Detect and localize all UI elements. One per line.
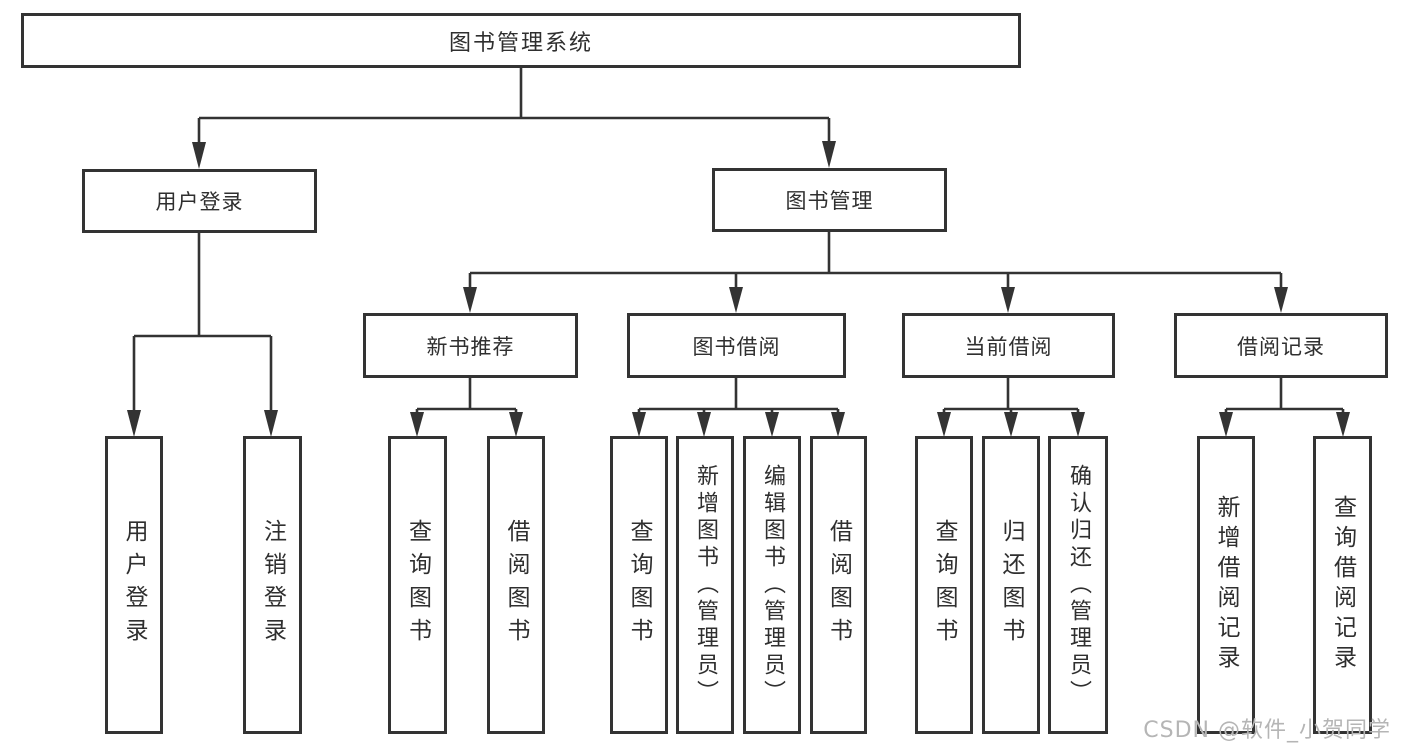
node-root: 图书管理系统 <box>21 13 1021 68</box>
leaf-query-books-current: 查询图书 <box>915 436 973 734</box>
leaf-borrow-books-recommend: 借阅图书 <box>487 436 545 734</box>
arrowhead-icons <box>127 141 1350 437</box>
node-root-label: 图书管理系统 <box>448 30 593 56</box>
node-borrow-records: 借阅记录 <box>1174 313 1388 378</box>
node-book-borrowing: 图书借阅 <box>627 313 846 378</box>
leaf-query-books-recommend: 查询图书 <box>388 436 447 734</box>
node-new-book-recommend: 新书推荐 <box>363 313 578 378</box>
leaf-confirm-return-admin: 确认归还（管理员） <box>1048 436 1108 734</box>
leaf-return-books: 归还图书 <box>982 436 1040 734</box>
node-user-login-label: 用户登录 <box>155 190 244 214</box>
node-book-management: 图书管理 <box>712 168 947 232</box>
leaf-add-borrow-record: 新增借阅记录 <box>1197 436 1255 734</box>
node-current-borrowing-label: 当前借阅 <box>964 334 1053 359</box>
node-book-management-label: 图书管理 <box>785 189 874 213</box>
node-new-book-recommend-label: 新书推荐 <box>426 334 515 359</box>
node-user-login: 用户登录 <box>82 169 317 233</box>
leaf-add-books-admin: 新增图书（管理员） <box>676 436 734 734</box>
leaf-user-login: 用户登录 <box>105 436 163 734</box>
leaf-query-books-borrowing: 查询图书 <box>610 436 668 734</box>
watermark: CSDN @软件_小贺同学 <box>1143 718 1391 743</box>
leaf-edit-books-admin: 编辑图书（管理员） <box>743 436 801 734</box>
leaf-query-borrow-record: 查询借阅记录 <box>1313 436 1372 734</box>
leaf-logout: 注销登录 <box>243 436 302 734</box>
node-book-borrowing-label: 图书借阅 <box>692 334 781 359</box>
node-borrow-records-label: 借阅记录 <box>1237 334 1325 359</box>
leaf-borrow-books-borrowing: 借阅图书 <box>810 436 867 734</box>
node-current-borrowing: 当前借阅 <box>902 313 1115 378</box>
